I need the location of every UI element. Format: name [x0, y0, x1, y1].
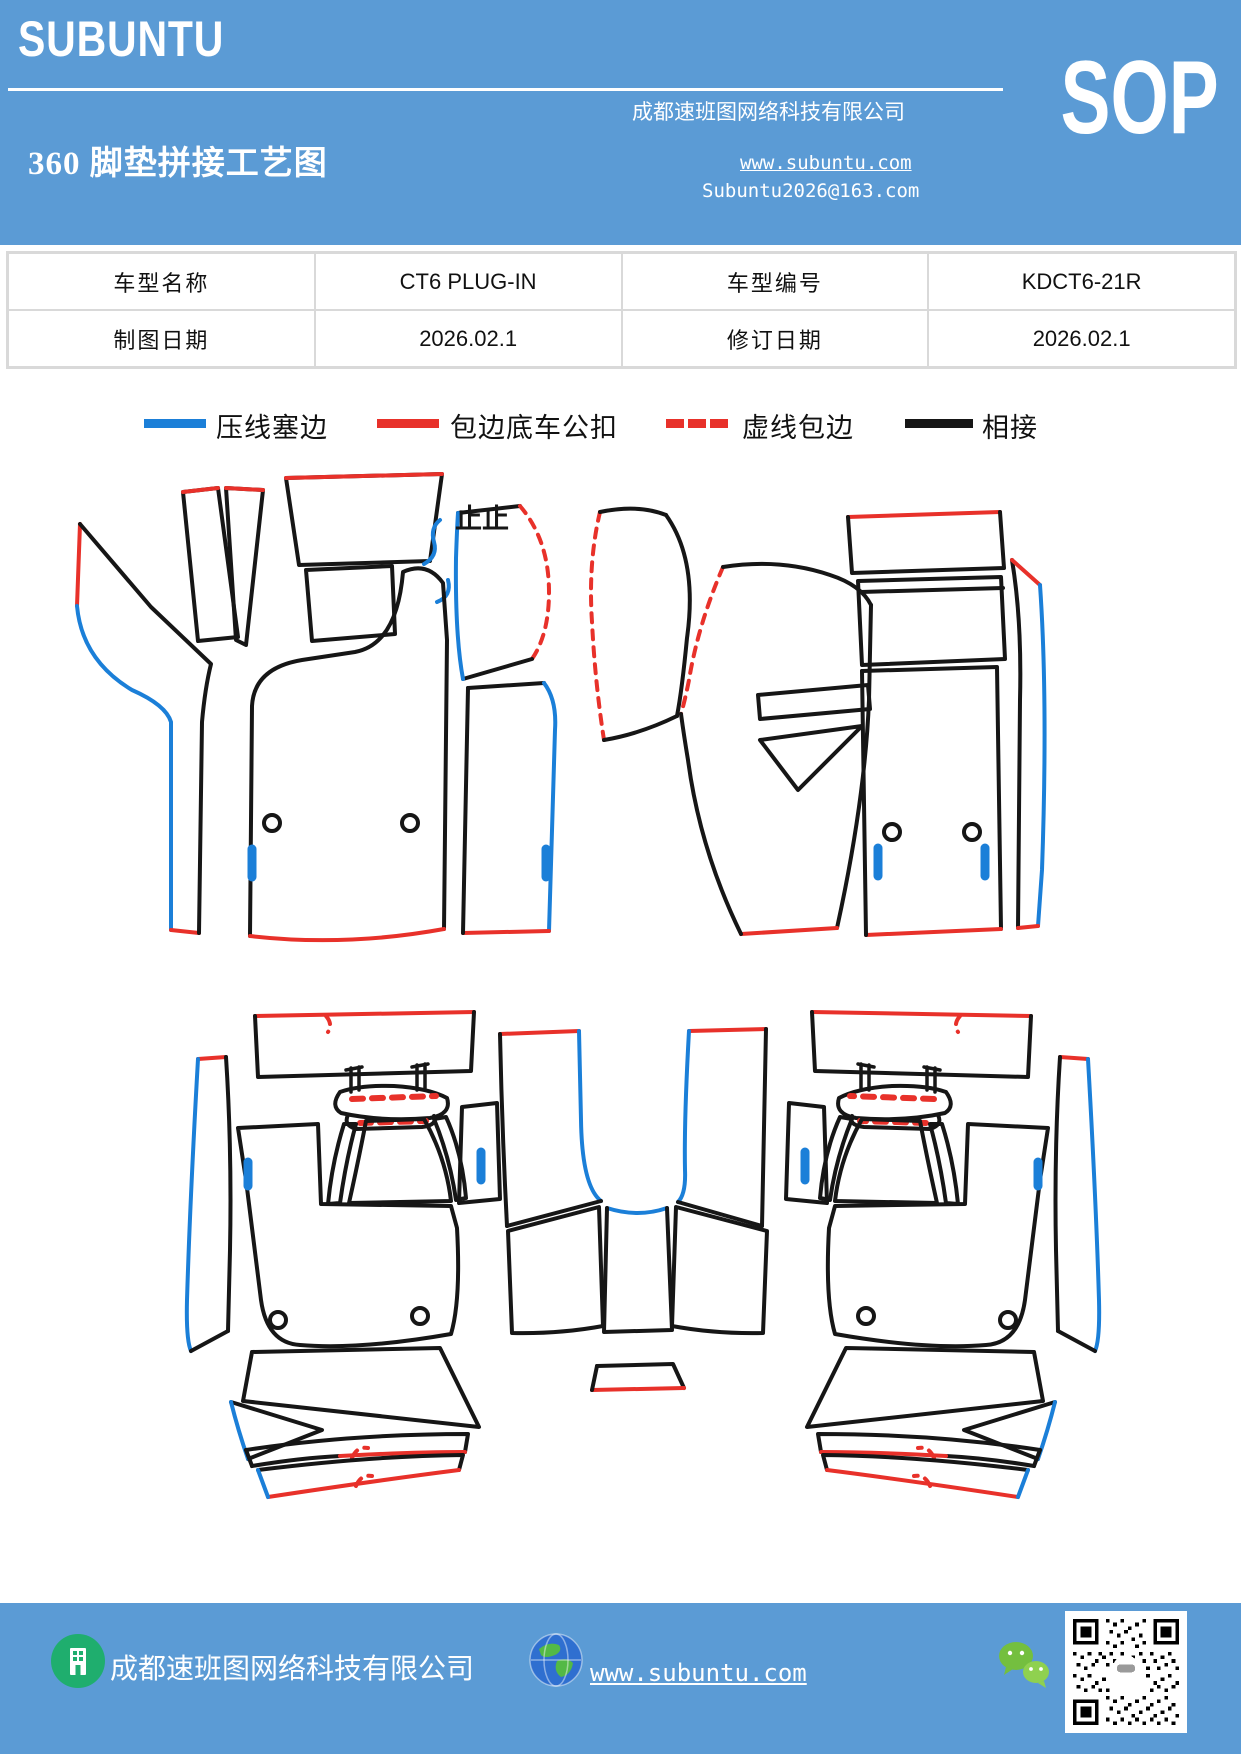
- table-value-model-code: KDCT6-21R: [928, 253, 1235, 310]
- header-divider: [8, 88, 1003, 91]
- company-name: 成都速班图网络科技有限公司: [632, 100, 905, 124]
- legend-swatch-red: [377, 419, 439, 428]
- grommet-hole: [882, 822, 902, 842]
- brand-logo-text: SUBUNTU: [18, 11, 225, 67]
- table-label-model-name: 车型名称: [8, 253, 315, 310]
- page-title: 360 脚垫拼接工艺图: [28, 146, 328, 182]
- table-label-revise-date: 修订日期: [621, 310, 929, 367]
- grommet-hole: [410, 1306, 430, 1326]
- grommet-hole: [962, 822, 982, 842]
- footer-band: 成都速班图网络科技有限公司 www.subuntu.com: [0, 1603, 1241, 1754]
- legend-swatch-black: [905, 419, 973, 428]
- table-label-model-code: 车型编号: [621, 253, 929, 310]
- stop-mark-annotation: 止止: [455, 504, 509, 534]
- table-value-draw-date: 2026.02.1: [314, 310, 622, 367]
- sop-label: SOP: [1060, 40, 1219, 156]
- rear-left-mat-group: [184, 1010, 502, 1499]
- front-right-mat-group: [589, 506, 1047, 937]
- wechat-icon: [999, 1642, 1049, 1688]
- building-icon: [51, 1634, 105, 1688]
- edge-legend: 压线塞边 包边底车公扣 虚线包边 相接: [0, 398, 1241, 444]
- footer-website-link[interactable]: www.subuntu.com: [590, 1659, 807, 1687]
- table-value-revise-date: 2026.02.1: [928, 310, 1235, 367]
- globe-icon: [529, 1633, 583, 1687]
- legend-swatch-blue: [144, 419, 206, 428]
- vehicle-info-table: 车型名称 CT6 PLUG-IN 车型编号 KDCT6-21R 制图日期 202…: [6, 251, 1237, 369]
- grommet-hole: [262, 813, 282, 833]
- front-left-mat-group: 止止: [75, 472, 558, 943]
- grommet-hole: [400, 813, 420, 833]
- grommet-hole: [268, 1310, 288, 1330]
- rear-center-mat-group: [498, 1027, 769, 1392]
- legend-label-dashed-bind: 虚线包边: [742, 413, 854, 443]
- table-value-model-name: CT6 PLUG-IN: [314, 253, 622, 310]
- legend-label-binding: 包边底车公扣: [450, 413, 618, 443]
- legend-label-joint: 相接: [982, 413, 1038, 443]
- footer-company-name: 成都速班图网络科技有限公司: [110, 1654, 475, 1685]
- legend-label-press-edge: 压线塞边: [216, 413, 328, 443]
- website-link[interactable]: www.subuntu.com: [740, 152, 912, 174]
- email-address: Subuntu2026@163.com: [702, 180, 920, 202]
- rear-right-mat-group: [786, 1012, 1099, 1497]
- qr-code: [1065, 1611, 1187, 1733]
- header-band: SUBUNTU 成都速班图网络科技有限公司 SOP 360 脚垫拼接工艺图 ww…: [0, 0, 1241, 245]
- table-label-draw-date: 制图日期: [8, 310, 315, 367]
- legend-swatch-dashed: [666, 419, 728, 428]
